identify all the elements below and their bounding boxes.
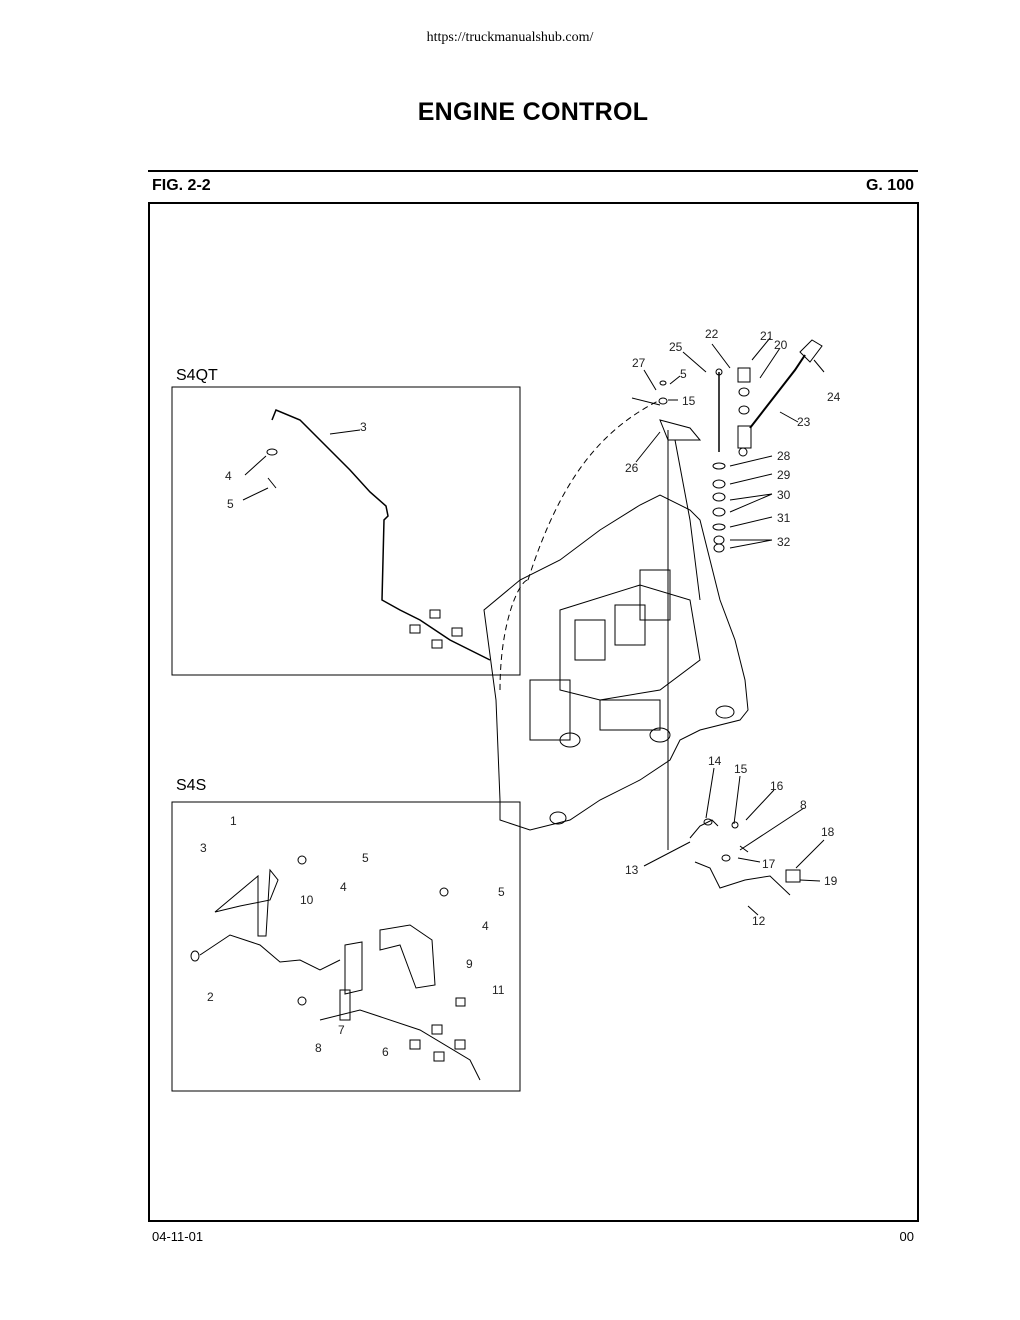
revision-date: 04-11-01 [152, 1229, 204, 1244]
callout: 15 [734, 762, 748, 776]
callout: 7 [338, 1023, 345, 1037]
callout: 5 [362, 851, 369, 865]
callout: 28 [777, 449, 791, 463]
callout: 23 [797, 415, 811, 429]
callout: 26 [625, 461, 639, 475]
callout: 32 [777, 535, 791, 549]
callout: 8 [800, 798, 807, 812]
callout: 27 [632, 356, 646, 370]
lever-plate-s4s [344, 941, 363, 995]
inset-frame-s4s [171, 801, 521, 1092]
callout: 29 [777, 468, 791, 482]
callout: 16 [770, 779, 784, 793]
callout: 9 [466, 957, 473, 971]
callout: 17 [762, 857, 776, 871]
callout: 5 [498, 885, 505, 899]
callout: 5 [680, 367, 687, 381]
inset-label-s4qt: S4QT [176, 367, 218, 384]
callout: 18 [821, 825, 835, 839]
page-number: 00 [899, 1229, 914, 1244]
callout: 4 [482, 919, 489, 933]
callout: 15 [682, 394, 696, 408]
callout: 3 [360, 420, 367, 434]
figure-label: FIG. 2-2 [152, 177, 211, 194]
bracket-s4s [214, 868, 279, 937]
callout: 25 [669, 340, 683, 354]
callout: 20 [774, 338, 788, 352]
group-label: G. 100 [865, 177, 914, 194]
callout: 5 [227, 497, 234, 511]
source-url: https://truckmanualshub.com/ [426, 30, 594, 45]
callout: 24 [827, 390, 841, 404]
callout: 22 [705, 327, 719, 341]
callout: 6 [382, 1045, 389, 1059]
callout: 1 [230, 814, 237, 828]
callout: 8 [315, 1041, 322, 1055]
callout: 14 [708, 754, 722, 768]
callout: 3 [200, 841, 207, 855]
callout: 2 [207, 990, 214, 1004]
inset-label-s4s: S4S [176, 777, 206, 794]
throttle-rod-s4qt [271, 409, 491, 661]
callout: 13 [625, 863, 639, 877]
callout: 10 [300, 893, 314, 907]
callout: 11 [492, 983, 505, 997]
inset-frame-s4qt [171, 386, 521, 676]
header-rule [148, 170, 918, 172]
callout: 4 [340, 880, 347, 894]
callout: 4 [225, 469, 232, 483]
page-title: ENGINE CONTROL [417, 98, 649, 126]
callout: 31 [777, 511, 791, 525]
figure-frame [148, 202, 919, 1222]
callout: 19 [824, 874, 838, 888]
callout: 21 [760, 329, 774, 343]
dash-panel [483, 494, 749, 831]
callout: 12 [752, 914, 766, 928]
callout: 30 [777, 488, 791, 502]
